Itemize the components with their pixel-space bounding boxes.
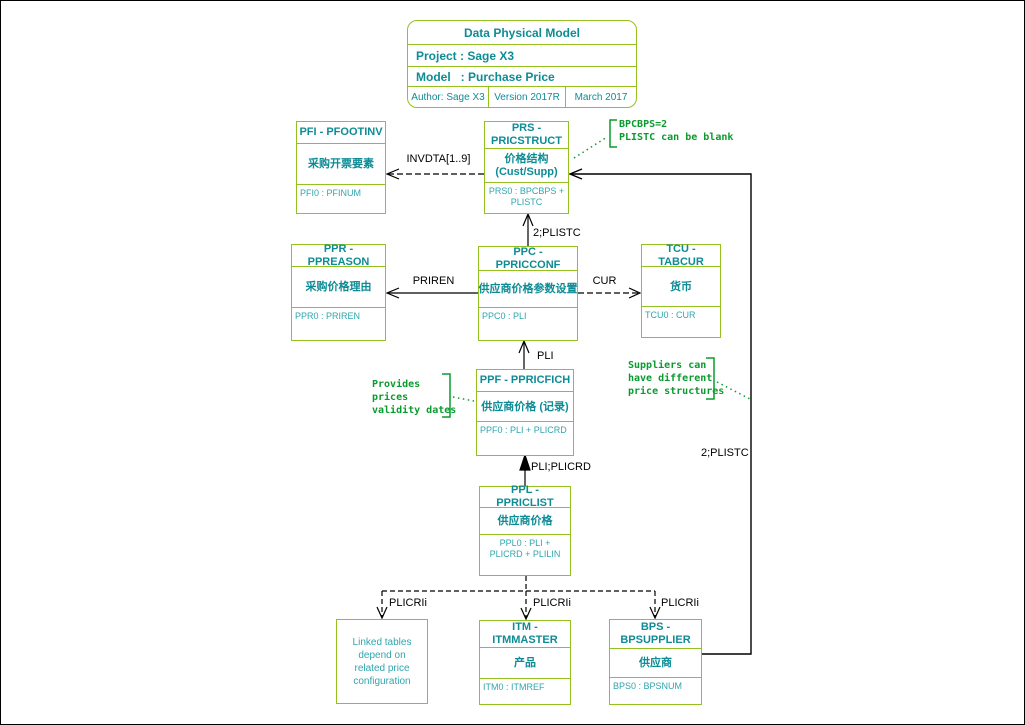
edge-ppc-tcu xyxy=(578,287,642,299)
edge-label-plicri-right: PLICRIi xyxy=(661,597,699,609)
entity-key: ITM0 : ITMREF xyxy=(483,682,545,692)
edge-ppc-prs xyxy=(522,212,534,246)
entity-code: PPF - PPRICFICH xyxy=(477,370,573,392)
edge-label-pli-plicrd: PLI;PLICRD xyxy=(531,461,591,473)
entity-key: PRS0 : BPCBPS + PLISTC xyxy=(488,186,565,207)
edge-label-plicri-left: PLICRIi xyxy=(389,597,427,609)
entity-key: TCU0 : CUR xyxy=(645,310,696,320)
annotation-connectors xyxy=(442,119,751,418)
edge-prs-pfi xyxy=(385,168,484,180)
entity-code: PPL - PPRICLIST xyxy=(480,484,570,509)
project-row: Project : Sage X3 xyxy=(408,45,636,67)
entity-name: 采购开票要素 xyxy=(297,144,385,185)
entity-name: 供应商价格 (记录) xyxy=(477,392,573,422)
entity-code: TCU - TABCUR xyxy=(642,243,720,268)
entity-prs-pricstruct: PRS - PRICSTRUCT 价格结构 (Cust/Supp) PRS0 :… xyxy=(484,121,569,214)
entity-code: ITM - ITMMASTER xyxy=(480,621,570,648)
entity-name: 价格结构 (Cust/Supp) xyxy=(485,149,568,183)
edge-label-pli: PLI xyxy=(537,350,554,362)
entity-name: 货币 xyxy=(642,267,720,307)
entity-ppc-ppricconf: PPC - PPRICCONF 供应商价格参数设置 PPC0 : PLI xyxy=(478,246,578,341)
entity-key: PPL0 : PLI + PLICRD + PLILIN xyxy=(489,538,561,559)
bpcbps-annotation: BPCBPS=2 PLISTC can be blank xyxy=(619,119,734,143)
entity-code: PFI - PFOOTINV xyxy=(297,122,385,144)
edge-label-cur: CUR xyxy=(592,275,617,287)
entity-key: PPC0 : PLI xyxy=(482,311,527,321)
entity-name: 供应商价格 xyxy=(480,508,570,535)
entity-code: BPS - BPSUPPLIER xyxy=(610,620,701,649)
edge-label-plistc-right: 2;PLISTC xyxy=(701,447,749,459)
entity-ppr-ppreason: PPR - PPREASON 采购价格理由 PPR0 : PRIREN xyxy=(291,243,386,341)
edge-bps-prs xyxy=(568,168,752,655)
edge-ppl-ppf xyxy=(519,453,531,486)
entity-key: PPR0 : PRIREN xyxy=(295,311,361,321)
entity-key: PPF0 : PLI + PLICRD xyxy=(480,425,567,435)
linked-tables-note: Linked tables depend on related price co… xyxy=(336,619,428,704)
edge-ppc-ppr xyxy=(385,287,478,299)
entity-name: 产品 xyxy=(480,648,570,679)
entity-key: PFI0 : PFINUM xyxy=(300,188,362,198)
edge-label-plicri-mid: PLICRIi xyxy=(533,597,571,609)
entity-key: BPS0 : BPSNUM xyxy=(613,681,683,691)
edge-label-plistc-top: 2;PLISTC xyxy=(533,227,581,239)
author-cell: Author: Sage X3 xyxy=(408,87,489,107)
entity-bps-bpsupplier: BPS - BPSUPPLIER 供应商 BPS0 : BPSNUM xyxy=(609,619,702,705)
model-row: Model : Purchase Price xyxy=(408,67,636,87)
entity-ppf-ppricfich: PPF - PPRICFICH 供应商价格 (记录) PPF0 : PLI + … xyxy=(476,369,574,456)
version-cell: Version 2017R xyxy=(489,87,566,107)
entity-itm-itmmaster: ITM - ITMMASTER 产品 ITM0 : ITMREF xyxy=(479,620,571,705)
entity-ppl-ppriclist: PPL - PPRICLIST 供应商价格 PPL0 : PLI + PLICR… xyxy=(479,484,571,576)
entity-tcu-tabcur: TCU - TABCUR 货币 TCU0 : CUR xyxy=(641,243,721,338)
entity-code: PPC - PPRICCONF xyxy=(479,246,577,271)
suppliers-annotation: Suppliers can have different price struc… xyxy=(628,360,725,397)
edge-ppl-plicri-tree xyxy=(376,576,661,621)
entity-name: 采购价格理由 xyxy=(292,267,385,308)
date-cell: March 2017 xyxy=(574,91,628,103)
diagram-title: Data Physical Model xyxy=(408,21,636,45)
entity-name: 供应商 xyxy=(610,649,701,678)
title-cartouche: Data Physical Model Project : Sage X3 Mo… xyxy=(407,20,637,108)
edge-label-priren: PRIREN xyxy=(412,275,455,287)
cartouche-footer: Author: Sage X3 Version 2017R March 2017 xyxy=(408,87,636,107)
entity-pfi-pfootinv: PFI - PFOOTINV 采购开票要素 PFI0 : PFINUM xyxy=(296,121,386,214)
entity-code: PPR - PPREASON xyxy=(292,243,385,268)
entity-name: 供应商价格参数设置 xyxy=(479,271,578,308)
provides-annotation: Provides prices validity dates xyxy=(372,379,457,416)
edge-ppf-ppc xyxy=(518,339,530,369)
edge-label-invdta: INVDTA[1..9] xyxy=(406,153,471,165)
entity-code: PRS - PRICSTRUCT xyxy=(485,122,568,149)
